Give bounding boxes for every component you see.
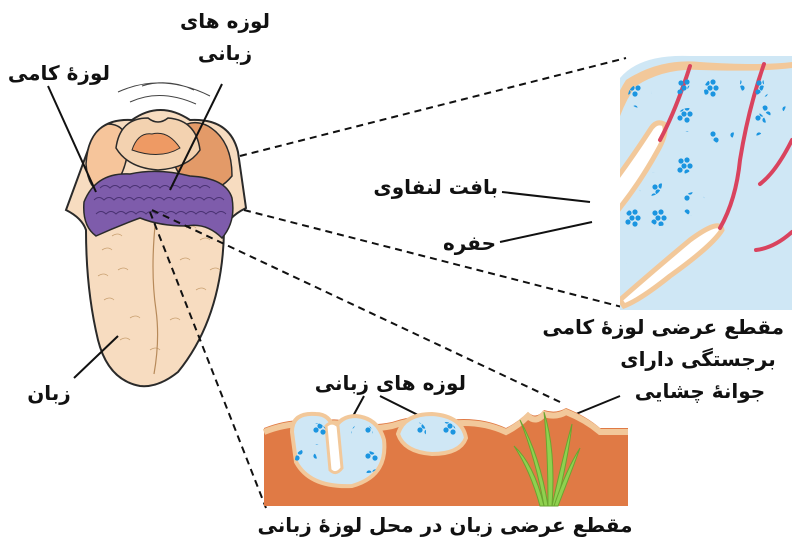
palatine-section-panel: [588, 56, 792, 310]
taste-bud-label-line2: جوانهٔ چشایی: [620, 378, 780, 404]
tongue-section-panel: [264, 408, 628, 506]
lymphoid-tissue-label: بافت لنفاوی: [380, 174, 498, 200]
lingual-crypt: [326, 423, 342, 473]
lingual-tonsils-label-line2: زبانی: [180, 40, 270, 66]
taste-bud-label-line1: برجستگی دارای: [608, 346, 788, 372]
palatine-section-caption: مقطع عرضی لوزهٔ کامی: [548, 314, 784, 340]
tongue: [66, 83, 246, 386]
epiglottis-lines: [118, 83, 210, 104]
tongue-label: زبان: [14, 380, 84, 406]
palatine-tonsil-label: لوزهٔ کامی: [10, 60, 110, 86]
lingual-tonsils-inset-label: لوزه های زبانی: [316, 370, 466, 396]
tongue-section-caption: مقطع عرضی زبان در محل لوزهٔ زبانی: [254, 512, 636, 538]
lingual-tonsils-label-line1: لوزه های: [170, 8, 280, 34]
crypt-label: حفره: [420, 230, 496, 256]
